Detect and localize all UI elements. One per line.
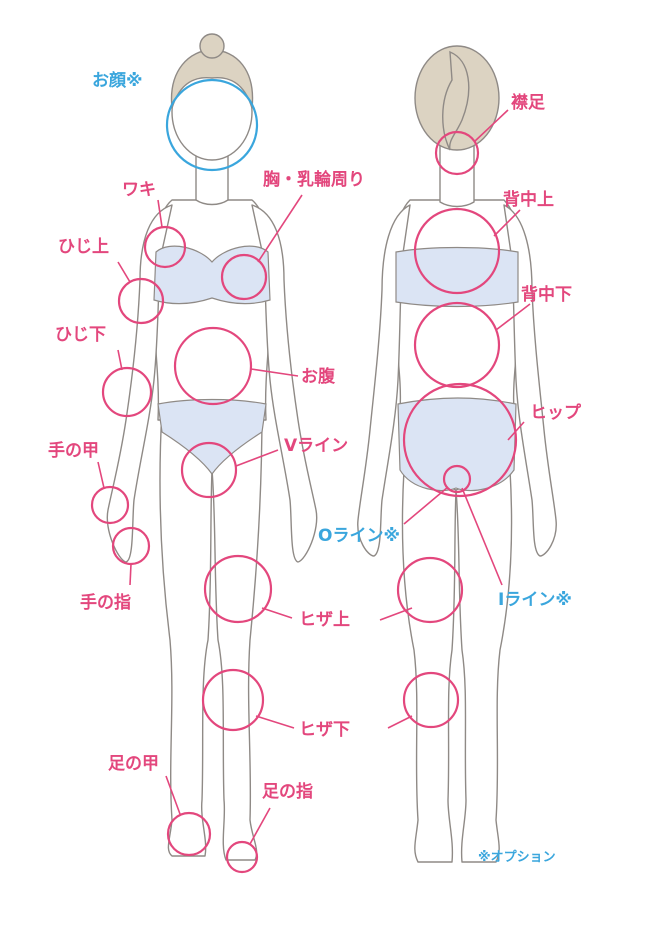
leader-lines — [97, 109, 531, 845]
front-right-leg — [211, 409, 263, 861]
zone-elbow-lower — [101, 366, 153, 418]
zone-v-line — [180, 441, 238, 499]
label-hand-back: 手の甲 — [48, 440, 99, 461]
label-knee-lower-front: ヒザ下 — [299, 720, 350, 740]
front-bra — [153, 245, 271, 305]
label-face: お顔※ — [92, 70, 143, 91]
zone-elbow-upper — [117, 277, 165, 325]
label-upper-back: 背中上 — [503, 189, 554, 210]
zone-knee-lower-back — [402, 671, 460, 729]
label-toes: 足の指 — [262, 781, 313, 802]
back-right-leg — [455, 469, 513, 863]
label-foot-back: 足の甲 — [108, 754, 159, 774]
label-v-line: Vライン — [284, 436, 348, 456]
back-panties — [397, 397, 517, 492]
label-elbow-upper: ひじ上 — [58, 237, 109, 257]
label-i-line: Iライン※ — [498, 590, 572, 610]
label-lower-back: 背中下 — [521, 284, 572, 305]
zone-face — [165, 78, 259, 172]
back-figure — [357, 45, 557, 863]
label-nape: 襟足 — [511, 92, 545, 113]
zone-belly — [173, 326, 253, 406]
zone-toes — [225, 840, 259, 874]
zone-foot-back — [166, 811, 212, 857]
label-fingers: 手の指 — [80, 592, 131, 613]
front-neck — [195, 149, 229, 206]
zone-lower-back — [413, 301, 501, 389]
zone-armpit — [143, 225, 187, 269]
back-bra — [395, 246, 519, 308]
zone-knee-lower-front — [201, 668, 265, 732]
label-belly: お腹 — [301, 366, 336, 387]
front-hair — [170, 49, 254, 109]
label-option-note: ※オプション — [478, 850, 556, 865]
zone-upper-back — [413, 207, 501, 295]
label-knee-upper-front: ヒザ上 — [299, 610, 350, 630]
zone-nape — [434, 130, 480, 176]
back-left-leg — [401, 469, 457, 863]
back-hair-twist — [442, 50, 470, 151]
label-armpit: ワキ — [122, 180, 156, 200]
zone-hip — [402, 382, 518, 498]
label-o-line: Oライン※ — [318, 526, 400, 546]
zone-chest — [220, 253, 268, 301]
label-chest: 胸・乳輪周り — [263, 169, 365, 190]
zone-knee-upper-front — [203, 554, 273, 624]
label-hip: ヒップ — [530, 402, 582, 423]
front-hair-bun — [199, 33, 225, 59]
front-torso — [151, 199, 273, 421]
zone-hand-back — [90, 485, 130, 525]
zone-o-line — [442, 464, 472, 494]
zone-knee-upper-back — [396, 556, 464, 624]
front-left-leg — [159, 409, 213, 857]
label-elbow-lower: ひじ下 — [55, 325, 106, 345]
